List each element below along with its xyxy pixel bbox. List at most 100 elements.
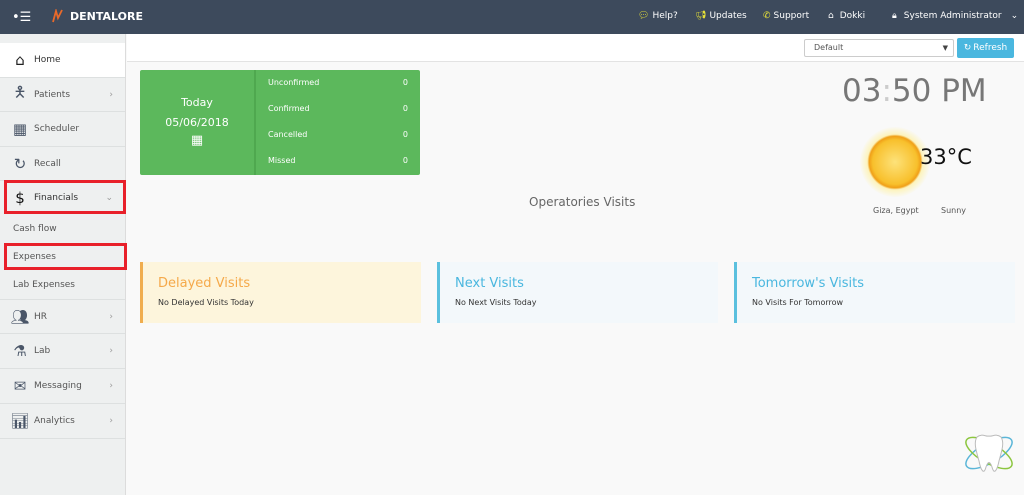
sidebar-item-label: Messaging: [34, 381, 82, 391]
clinic-selector[interactable]: ⌂ Dokki: [828, 11, 865, 21]
stat-unconfirmed: Unconfirmed 0: [268, 78, 408, 87]
sidebar-item-label: Lab: [34, 346, 51, 356]
bar-chart-icon: 📊︎: [10, 412, 30, 430]
chevron-down-icon: ⌄: [105, 193, 113, 203]
support-label: Support: [773, 11, 810, 21]
user-label: System Administrator: [903, 11, 1002, 21]
card-text: No Next Visits Today: [455, 298, 537, 307]
today-date: 05/06/2018: [165, 116, 229, 129]
sidebar-item-label: Scheduler: [34, 124, 80, 134]
chevron-right-icon: ›: [109, 89, 113, 100]
sidebar-item-messaging[interactable]: ✉︎ Messaging ›: [0, 369, 125, 404]
highlight-financials: [4, 180, 126, 214]
top-bar: •☰ DENTALORE 💬︎Help? 📢︎Updates ✆Support …: [0, 0, 1024, 34]
envelope-icon: ✉︎: [13, 377, 27, 395]
temperature: 33°C: [920, 145, 972, 169]
lock-icon: 🔒︎: [892, 11, 897, 21]
brand-logo[interactable]: DENTALORE: [52, 9, 143, 23]
clinic-label: Dokki: [839, 11, 866, 21]
home-icon: ⌂: [15, 51, 25, 69]
refresh-icon: ↻: [963, 43, 972, 53]
stat-missed: Missed 0: [268, 156, 408, 165]
stat-label: Cancelled: [268, 130, 308, 139]
stat-value: 0: [402, 156, 408, 165]
sidebar-item-label: HR: [34, 311, 48, 322]
clock-minutes: 50 PM: [891, 73, 987, 109]
submenu-lab-expenses[interactable]: Lab Expenses: [13, 280, 75, 290]
dollar-icon: $: [15, 189, 25, 207]
support-link[interactable]: ✆Support: [763, 11, 809, 21]
sidebar-item-label: Home: [34, 55, 61, 65]
dashboard-select[interactable]: Default ▼: [804, 39, 954, 57]
phone-icon: ✆: [763, 11, 771, 21]
refresh-icon: ↻: [13, 154, 27, 173]
weather-condition: Sunny: [941, 206, 967, 215]
sidebar-item-label: Financials: [34, 193, 79, 203]
stat-label: Confirmed: [268, 104, 310, 113]
sidebar-item-label: Recall: [34, 158, 61, 169]
refresh-label: Refresh: [973, 43, 1008, 53]
sidebar-item-hr[interactable]: 👥︎ HR ›: [0, 299, 125, 334]
brand-name: DENTALORE: [70, 9, 143, 23]
help-label: Help?: [652, 11, 678, 21]
card-text: No Visits For Tomorrow: [752, 298, 844, 307]
caret-down-icon: ▼: [942, 44, 948, 52]
card-title: Delayed Visits: [158, 276, 251, 291]
tooth-logo-icon: [965, 434, 1013, 472]
today-label: Today: [181, 96, 213, 109]
card-title: Next Visits: [455, 276, 524, 291]
chevron-right-icon: ›: [109, 416, 113, 426]
calendar-icon: ▦: [12, 120, 28, 138]
stat-label: Unconfirmed: [268, 78, 320, 87]
highlight-expenses: [4, 243, 127, 270]
chevron-right-icon: ›: [109, 346, 113, 356]
card-text: No Delayed Visits Today: [158, 298, 254, 307]
users-icon: 👥︎: [10, 307, 30, 326]
person-icon: 🯅: [13, 83, 27, 101]
clock-hours: 03: [842, 73, 882, 109]
bullhorn-icon: 📢︎: [695, 11, 707, 21]
sidebar-item-scheduler[interactable]: ▦ Scheduler: [0, 112, 125, 147]
stat-value: 0: [402, 104, 408, 113]
delayed-visits-card: Delayed Visits No Delayed Visits Today: [140, 262, 421, 323]
sidebar-item-analytics[interactable]: 📊︎ Analytics ›: [0, 404, 125, 439]
sidebar-item-label: Analytics: [34, 416, 75, 426]
chevron-right-icon: ›: [109, 311, 113, 322]
card-title: Tomorrow's Visits: [752, 276, 865, 291]
submenu-cash-flow[interactable]: Cash flow: [13, 224, 57, 234]
refresh-button[interactable]: ↻Refresh: [957, 38, 1014, 58]
weather-location: Giza, Egypt: [873, 206, 919, 215]
sidebar-item-label: Patients: [34, 89, 71, 100]
updates-link[interactable]: 📢︎Updates: [695, 11, 747, 21]
operatories-title: Operatories Visits: [529, 195, 636, 209]
calendar-icon: ▦: [190, 133, 204, 148]
today-summary-card: Today 05/06/2018 ▦ Unconfirmed 0 Confirme…: [140, 70, 420, 175]
sidebar-item-lab[interactable]: ⚗︎ Lab ›: [0, 334, 125, 369]
sidebar-item-home[interactable]: ⌂ Home: [0, 43, 125, 78]
dentalore-logo-icon: [52, 9, 63, 23]
next-visits-card: Next Visits No Next Visits Today: [437, 262, 718, 323]
stat-confirmed: Confirmed 0: [268, 104, 408, 113]
help-link[interactable]: 💬︎Help?: [638, 11, 678, 21]
chat-icon: 💬︎: [638, 11, 650, 21]
flask-icon: ⚗︎: [13, 342, 27, 360]
tomorrow-visits-card: Tomorrow's Visits No Visits For Tomorrow: [734, 262, 1015, 323]
sidebar-item-financials[interactable]: $ Financials ⌄: [0, 181, 125, 215]
submenu-expenses[interactable]: Expenses: [13, 252, 56, 262]
user-menu[interactable]: 🔒︎ System Administrator ⌄: [892, 11, 1018, 21]
stat-cancelled: Cancelled 0: [268, 130, 408, 139]
stat-label: Missed: [268, 156, 296, 165]
clock-separator: :: [881, 73, 892, 109]
stat-value: 0: [402, 78, 408, 87]
select-value: Default: [814, 43, 844, 52]
updates-label: Updates: [709, 11, 747, 21]
clock: 03:50 PM: [842, 73, 987, 109]
sidebar-item-patients[interactable]: 🯅 Patients ›: [0, 78, 125, 112]
stat-value: 0: [402, 130, 408, 139]
sidebar-item-recall[interactable]: ↻ Recall: [0, 147, 125, 181]
sidebar-toggle-icon[interactable]: •☰: [12, 10, 32, 25]
chevron-right-icon: ›: [109, 381, 113, 391]
sun-icon: [860, 127, 930, 197]
sitemap-icon: ⌂: [828, 11, 834, 21]
chevron-down-icon: ⌄: [1010, 11, 1019, 21]
